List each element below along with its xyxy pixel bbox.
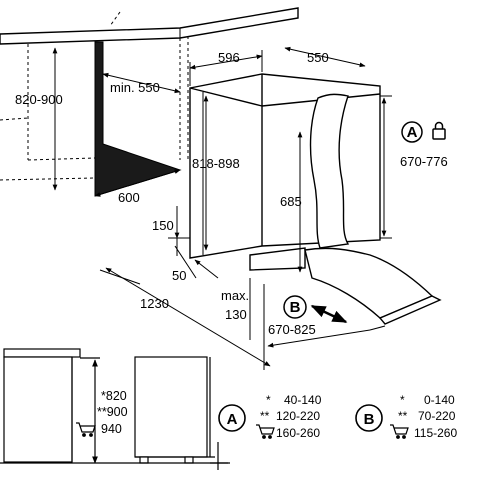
legend-b-row2-marker: ** [398, 409, 408, 423]
svg-text:A: A [227, 411, 238, 428]
legend-a-row1-marker: * [266, 393, 271, 407]
legend-b-row2-value: 70-220 [418, 409, 456, 423]
legend-a-row1-value: 40-140 [284, 393, 322, 407]
side-cart-icon [76, 422, 96, 437]
kitchen-cabinet [0, 7, 299, 181]
dim-plinth-150: 150 [152, 218, 174, 233]
legend-a-row2-value: 120-220 [276, 409, 320, 423]
dimension-lines [52, 46, 392, 370]
legend-a-row3-value: 160-260 [276, 426, 320, 440]
shopping-cart-icon [256, 424, 275, 439]
dim-height-a: 670-776 [400, 154, 448, 169]
dim-cabinet-depth: 550 [307, 50, 329, 65]
svg-text:B: B [364, 411, 375, 428]
marker-b: B [283, 295, 307, 319]
svg-text:B: B [290, 299, 301, 316]
side-h-820: *820 [101, 389, 127, 403]
legend-a: A * 40-140 ** 120-220 160-260 [218, 393, 322, 440]
dim-max-label: max. [221, 288, 249, 303]
legend-b-row3-value: 115-260 [414, 426, 457, 440]
legend-a-row2-marker: ** [260, 409, 270, 423]
dim-niche-width: 600 [118, 190, 140, 205]
dim-total-1230: 1230 [140, 296, 169, 311]
niche-wall [94, 41, 182, 197]
svg-text:A: A [407, 124, 418, 141]
dim-range-b: 670-825 [268, 322, 316, 337]
side-h-940: 940 [101, 422, 122, 436]
side-h-900: **900 [97, 405, 128, 419]
dim-plinth-50: 50 [172, 268, 186, 283]
dim-niche-height: 820-900 [15, 92, 63, 107]
legend-b-row1-marker: * [400, 393, 405, 407]
side-view [0, 348, 230, 470]
shopping-cart-icon-b [390, 424, 409, 439]
dim-niche-min-depth: min. 550 [110, 80, 160, 95]
dimension-labels: 820-900 min. 550 600 596 550 818-898 685… [15, 50, 448, 337]
dim-max-130: 130 [225, 307, 247, 322]
dim-appliance-height: 818-898 [192, 156, 240, 171]
legend-b-row1-value: 0-140 [424, 393, 455, 407]
legend-b: B * 0-140 ** 70-220 115-260 [355, 393, 457, 440]
dim-door-panel-height: 685 [280, 194, 302, 209]
door-panel [304, 93, 442, 325]
dim-cabinet-width: 596 [218, 50, 240, 65]
marker-a: A [401, 121, 423, 143]
lock-icon [432, 121, 446, 140]
side-view-labels: *820 **900 940 [97, 389, 128, 436]
dishwasher-body [189, 73, 381, 271]
